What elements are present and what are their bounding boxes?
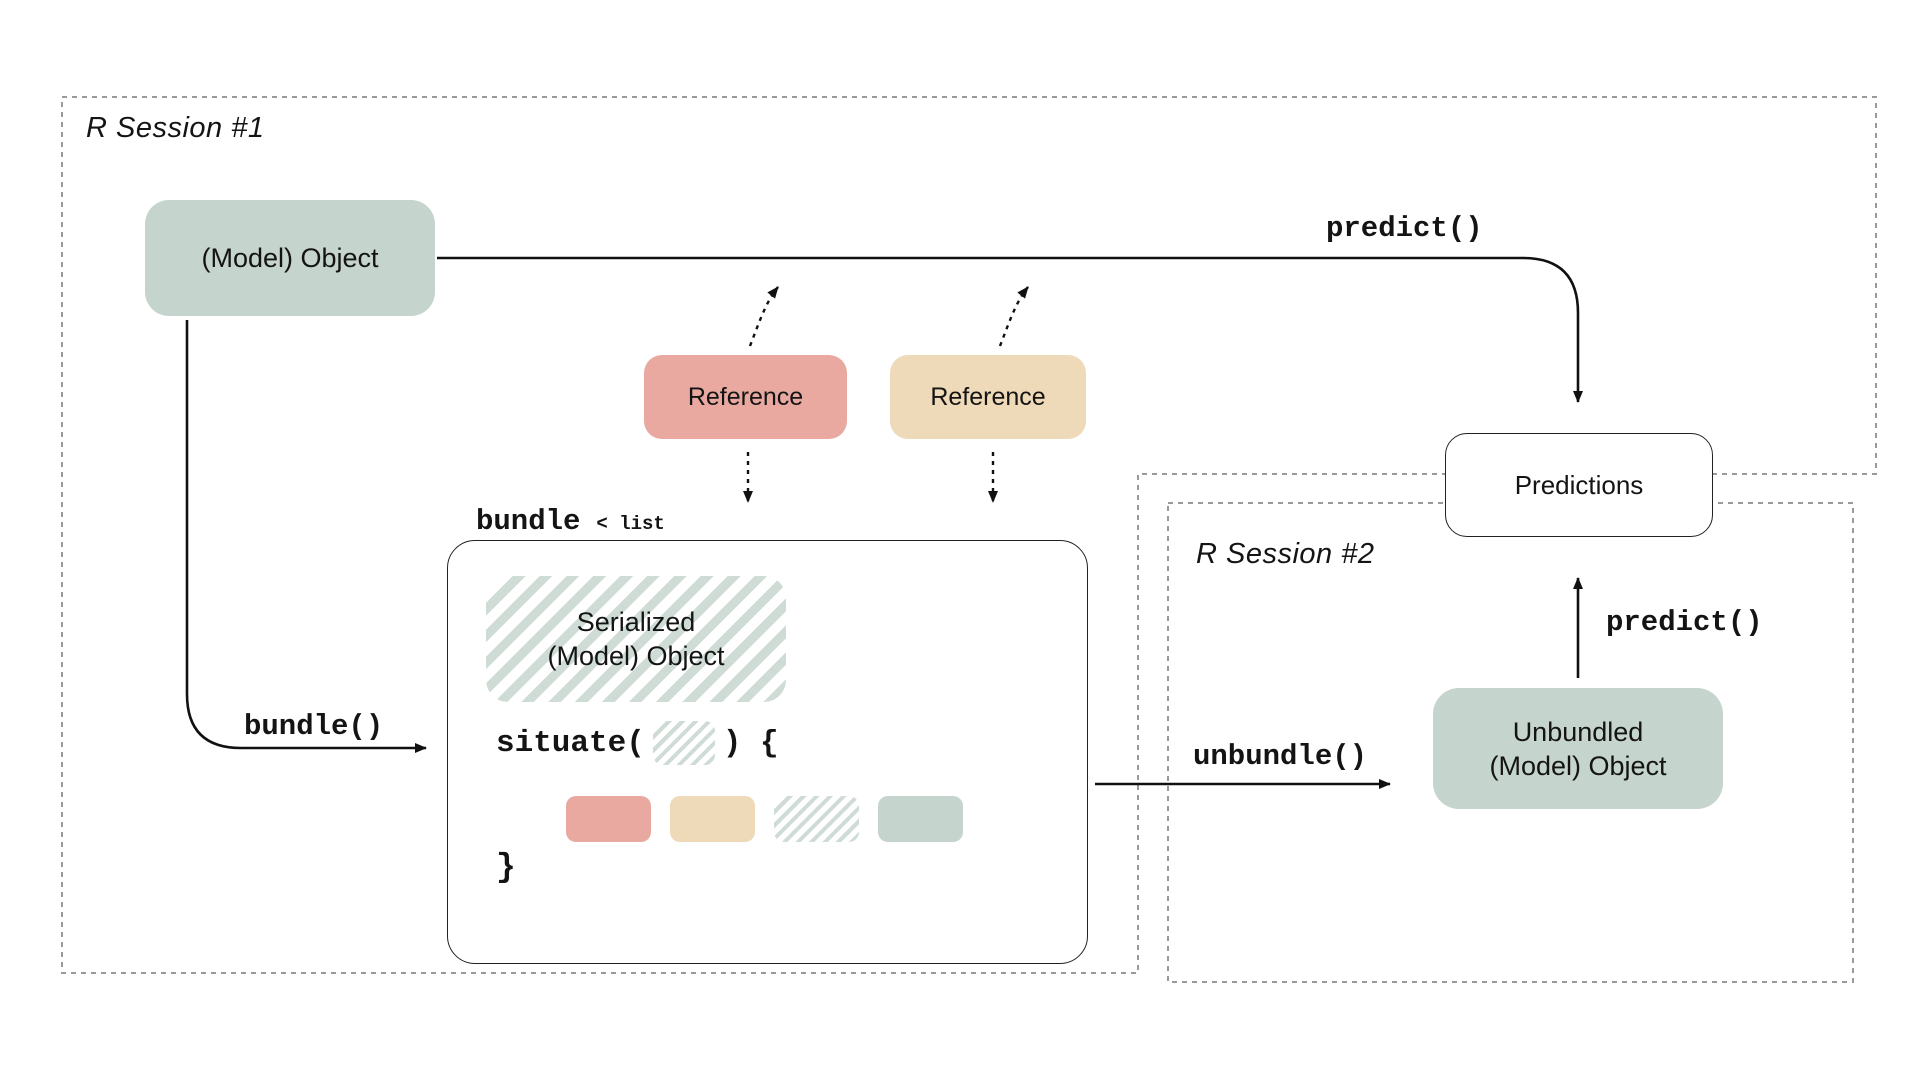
reference-red-up-arrow [748, 286, 779, 347]
session-1-boundary [61, 96, 1877, 974]
session-2-boundary [1167, 502, 1854, 983]
predict-arrow-session1 [437, 256, 1583, 403]
reference-tan-up-arrow [998, 286, 1029, 347]
bundle-arrow [185, 320, 427, 753]
